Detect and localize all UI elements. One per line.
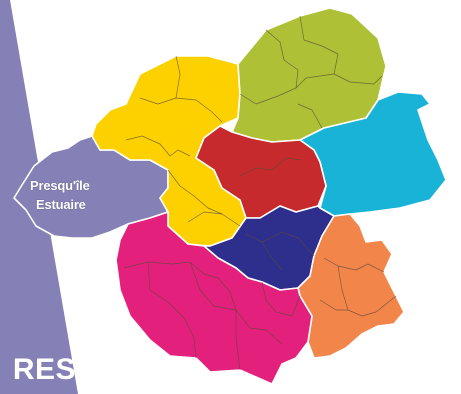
side-panel-title: RES xyxy=(12,353,76,386)
region-sud-ouest[interactable] xyxy=(115,211,313,385)
region-est[interactable] xyxy=(299,91,447,217)
inner-borders xyxy=(123,15,397,371)
region-sud-est[interactable] xyxy=(297,213,405,359)
region-label-line2: Estuaire xyxy=(36,197,86,212)
region-label-line1: Presqu'île xyxy=(30,178,90,193)
region-label-presquile-estuaire: Presqu'île Estuaire xyxy=(30,176,120,214)
